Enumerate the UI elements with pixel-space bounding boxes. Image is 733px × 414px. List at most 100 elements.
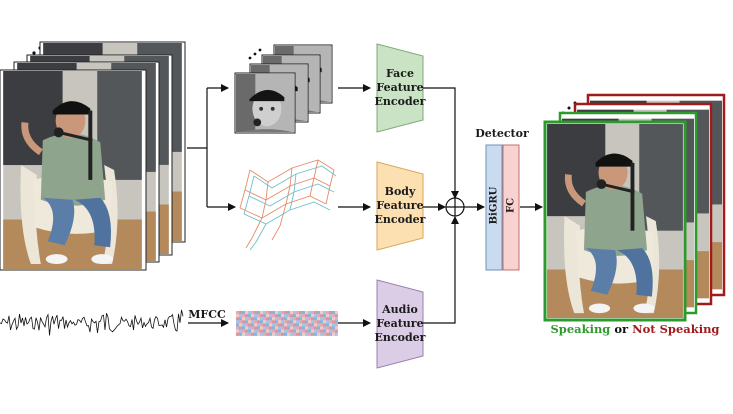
output-frames <box>543 93 726 322</box>
mfcc-cell <box>263 320 266 324</box>
mfcc-cell <box>269 326 272 330</box>
mfcc-cell <box>263 323 266 327</box>
mfcc-cell <box>296 314 299 318</box>
mfcc-cell <box>329 314 332 318</box>
mfcc-cell <box>248 314 251 318</box>
mfcc-cell <box>311 317 314 321</box>
mfcc-cell <box>311 326 314 330</box>
mfcc-cell <box>290 332 293 336</box>
mfcc-cell <box>245 314 248 318</box>
mfcc-cell <box>251 311 254 315</box>
mfcc-cell <box>329 323 332 327</box>
mfcc-cell <box>245 311 248 315</box>
mfcc-cell <box>320 320 323 324</box>
output-caption: Speaking or Not Speaking <box>540 322 730 336</box>
bigru-block <box>485 144 503 271</box>
mfcc-cell <box>275 332 278 336</box>
face-crops <box>234 44 333 134</box>
mfcc-cell <box>305 311 308 315</box>
mfcc-label: MFCC <box>188 308 226 321</box>
mfcc-cell <box>299 323 302 327</box>
mfcc-cell <box>329 329 332 333</box>
mfcc-cell <box>317 320 320 324</box>
mfcc-cell <box>257 332 260 336</box>
mfcc-cell <box>314 329 317 333</box>
mfcc-cell <box>278 332 281 336</box>
mfcc-cell <box>242 332 245 336</box>
mfcc-cell <box>302 329 305 333</box>
mfcc-cell <box>239 320 242 324</box>
mfcc-cell <box>314 323 317 327</box>
mfcc-cell <box>266 323 269 327</box>
mfcc-cell <box>311 332 314 336</box>
mfcc-cell <box>317 326 320 330</box>
mfcc-cell <box>320 317 323 321</box>
mfcc-cell <box>254 329 257 333</box>
mfcc-cell <box>299 329 302 333</box>
mfcc-cell <box>287 320 290 324</box>
mfcc-cell <box>278 329 281 333</box>
mfcc-cell <box>266 314 269 318</box>
mfcc-cell <box>278 314 281 318</box>
mfcc-cell <box>290 317 293 321</box>
mfcc-cell <box>269 329 272 333</box>
mfcc-cell <box>251 317 254 321</box>
mfcc-cell <box>242 329 245 333</box>
mfcc-cell <box>281 311 284 315</box>
mfcc-cell <box>287 314 290 318</box>
mfcc-cell <box>308 314 311 318</box>
mfcc-cell <box>296 311 299 315</box>
mfcc-cell <box>326 317 329 321</box>
mfcc-cell <box>260 332 263 336</box>
mfcc-cell <box>323 311 326 315</box>
mfcc-cell <box>251 320 254 324</box>
mfcc-cell <box>239 326 242 330</box>
mfcc-cell <box>305 320 308 324</box>
mfcc-cell <box>326 323 329 327</box>
mfcc-cell <box>251 326 254 330</box>
mfcc-cell <box>305 317 308 321</box>
mfcc-cell <box>242 326 245 330</box>
mfcc-cell <box>284 332 287 336</box>
mfcc-cell <box>296 326 299 330</box>
mfcc-cell <box>305 332 308 336</box>
mfcc-cell <box>287 326 290 330</box>
mfcc-cell <box>299 314 302 318</box>
mfcc-cell <box>263 332 266 336</box>
mfcc-cell <box>272 323 275 327</box>
mfcc-cell <box>317 314 320 318</box>
mfcc-cell <box>260 317 263 321</box>
not-speaking-label: Not Speaking <box>632 322 720 336</box>
mfcc-cell <box>299 311 302 315</box>
video-split-connector <box>187 84 236 211</box>
mfcc-cell <box>281 329 284 333</box>
mfcc-cell <box>284 311 287 315</box>
mfcc-cell <box>296 329 299 333</box>
mfcc-cell <box>284 320 287 324</box>
mfcc-cell <box>260 323 263 327</box>
mfcc-cell <box>245 332 248 336</box>
mfcc-cell <box>254 332 257 336</box>
mfcc-cell <box>296 332 299 336</box>
mfcc-cell <box>302 314 305 318</box>
mfcc-cell <box>254 314 257 318</box>
mfcc-cell <box>248 311 251 315</box>
mfcc-cell <box>245 323 248 327</box>
mfcc-cell <box>296 320 299 324</box>
mfcc-cell <box>317 311 320 315</box>
mfcc-cell <box>323 320 326 324</box>
mfcc-cell <box>314 317 317 321</box>
mfcc-cell <box>284 326 287 330</box>
mfcc-cell <box>266 329 269 333</box>
mfcc-cell <box>299 320 302 324</box>
fc-label: FC <box>505 197 517 214</box>
fc-block <box>502 144 520 271</box>
mfcc-cell <box>281 314 284 318</box>
mfcc-cell <box>269 323 272 327</box>
mfcc-cell <box>311 311 314 315</box>
stack-dot <box>253 52 257 56</box>
mfcc-cell <box>248 317 251 321</box>
mfcc-cell <box>326 320 329 324</box>
mfcc-cell <box>335 314 338 318</box>
mfcc-cell <box>266 332 269 336</box>
